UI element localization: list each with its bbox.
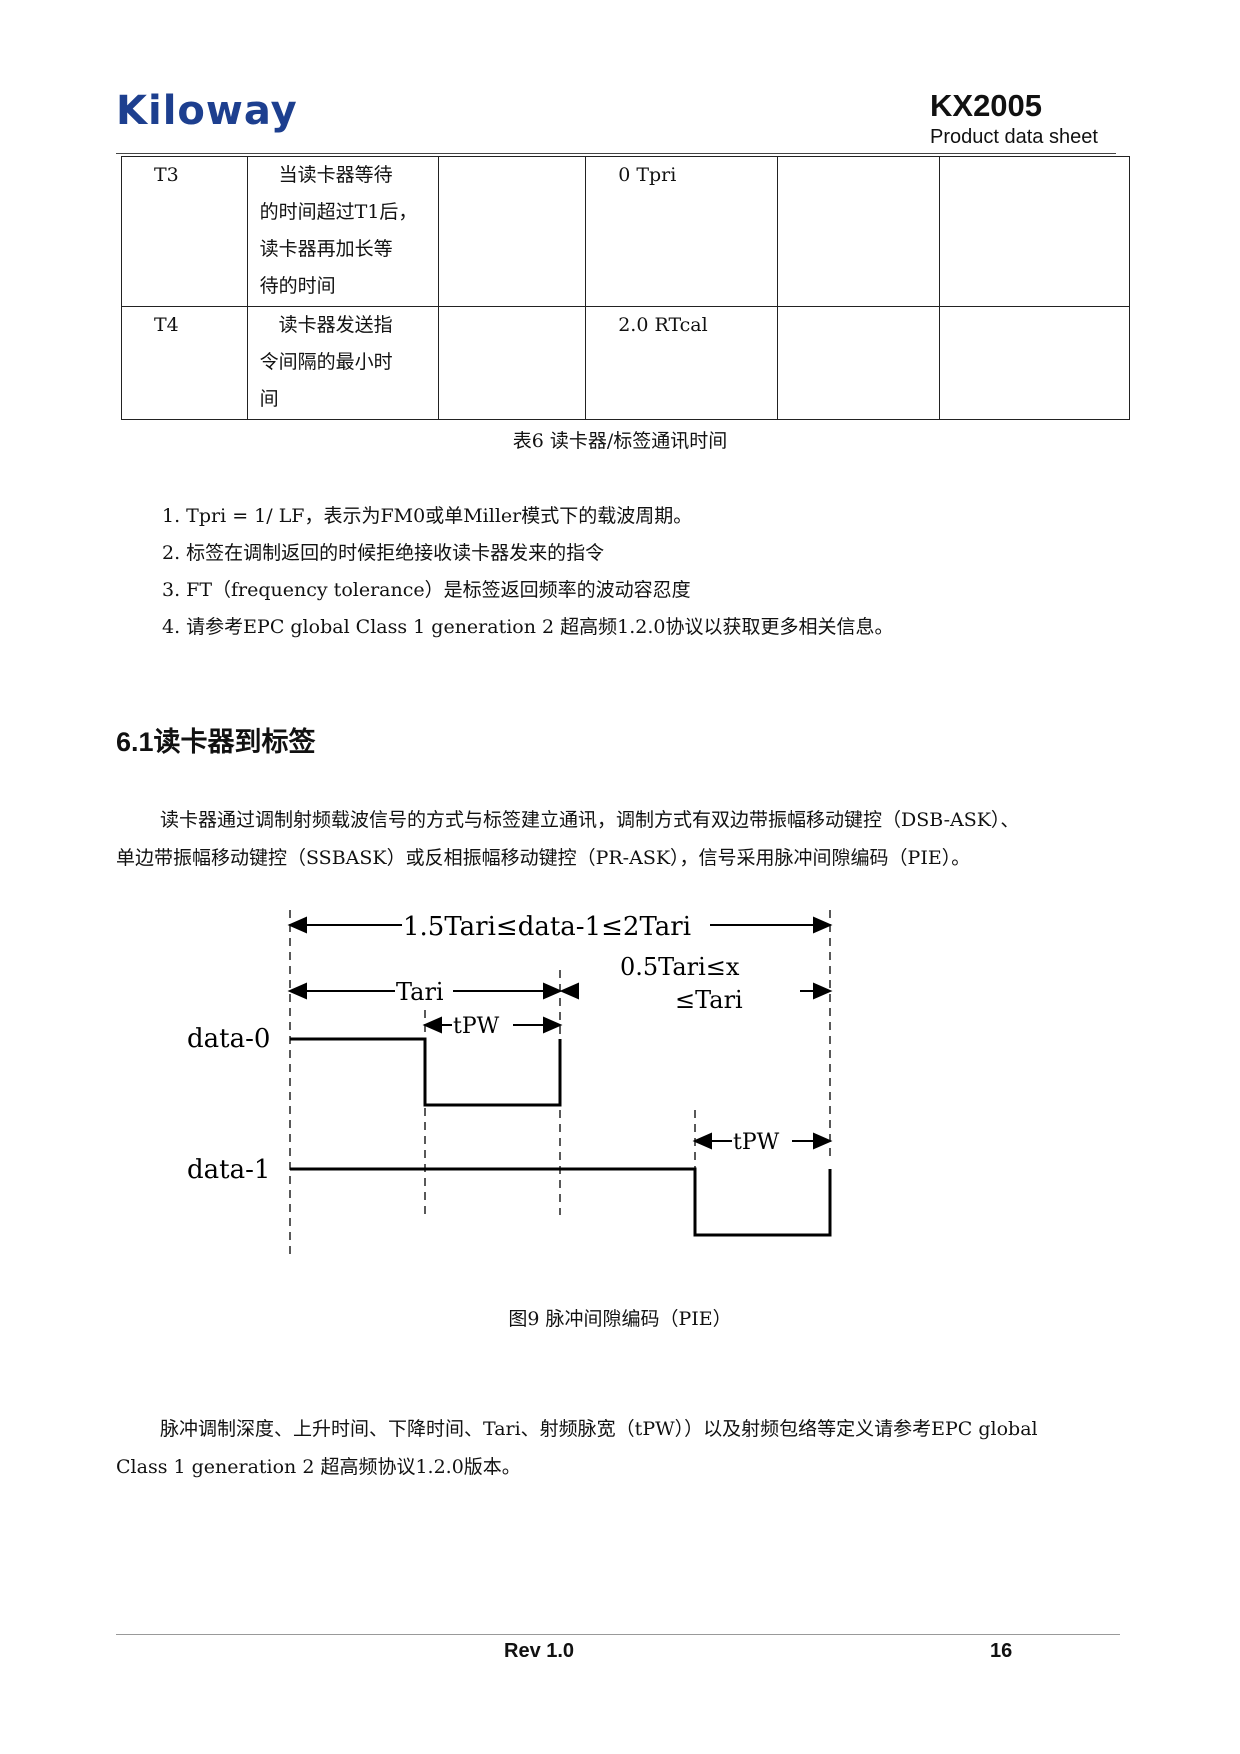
param-cell: T4	[121, 306, 248, 420]
header-divider	[116, 153, 1116, 154]
intro-line: 单边带振幅移动键控（SSBASK）或反相振幅移动键控（PR-ASK），信号采用脉…	[116, 847, 971, 869]
max-cell	[776, 306, 940, 420]
description-cell: 读卡器发送指 令间隔的最小时 间	[246, 306, 439, 420]
data-1-span-label: 1.5Tari≤data-1≤2Tari	[403, 912, 691, 942]
timing-table: T3 当读卡器等待 的时间超过T1后， 读卡器再加长等 待的时间 0 Tpri …	[121, 156, 1131, 420]
closing-line: 脉冲调制深度、上升时间、下降时间、Tari、射频脉宽（tPW））以及射频包络等定…	[160, 1418, 1038, 1440]
x-range-label-line1: 0.5Tari≤x	[620, 953, 740, 981]
data-0-waveform	[290, 1037, 562, 1107]
data-1-span-arrow	[287, 916, 833, 934]
table-row: T4 读卡器发送指 令间隔的最小时 间 2.0 RTcal	[121, 306, 1131, 420]
x-range-label-line2: ≤Tari	[675, 986, 743, 1014]
tari-label: Tari	[396, 978, 444, 1006]
description-line: 待的时间	[259, 275, 336, 297]
description-line: 当读卡器等待	[278, 164, 393, 186]
page-number: 16	[990, 1640, 1013, 1662]
note-item: 4. 请参考EPC global Class 1 generation 2 超高…	[162, 616, 894, 638]
pie-timing-diagram: 1.5Tari≤data-1≤2Tari Tari 0.5Tari≤x ≤Tar…	[187, 910, 833, 1260]
closing-paragraph: 脉冲调制深度、上升时间、下降时间、Tari、射频脉宽（tPW））以及射频包络等定…	[116, 1410, 1124, 1486]
min-cell	[437, 156, 587, 307]
data-0-label: data-0	[187, 1024, 270, 1054]
table-caption: 表6 读卡器/标签通讯时间	[512, 430, 728, 452]
revision-label: Rev 1.0	[504, 1640, 575, 1662]
description-cell: 当读卡器等待 的时间超过T1后， 读卡器再加长等 待的时间	[246, 156, 439, 307]
nominal-cell: 0 Tpri	[585, 156, 778, 307]
table-row: T3 当读卡器等待 的时间超过T1后， 读卡器再加长等 待的时间 0 Tpri	[121, 156, 1131, 307]
section-heading: 6.1读卡器到标签	[116, 727, 316, 757]
intro-line: 读卡器通过调制射频载波信号的方式与标签建立通讯，调制方式有双边带振幅移动键控（D…	[160, 809, 1020, 831]
closing-line: Class 1 generation 2 超高频协议1.2.0版本。	[116, 1456, 521, 1478]
note-item: 1. Tpri = 1/ LF，表示为FM0或单Miller模式下的载波周期。	[162, 505, 693, 527]
nominal-cell: 2.0 RTcal	[585, 306, 778, 420]
min-cell	[437, 306, 587, 420]
tpw-data0-arrow	[422, 1016, 563, 1034]
tpw-data0-label: tPW	[453, 1014, 500, 1039]
max-cell	[776, 156, 940, 307]
product-title: KX2005	[930, 88, 1043, 123]
note-item: 2. 标签在调制返回的时候拒绝接收读卡器发来的指令	[162, 542, 605, 564]
footer-divider	[116, 1634, 1120, 1635]
data-1-label: data-1	[187, 1155, 270, 1185]
note-cell	[938, 306, 1131, 420]
tari-arrow	[287, 982, 563, 1000]
tpw-data1-arrow	[692, 1132, 833, 1150]
description-line: 令间隔的最小时	[259, 351, 393, 373]
figure-caption: 图9 脉冲间隙编码（PIE）	[508, 1308, 732, 1330]
notes-list: 1. Tpri = 1/ LF，表示为FM0或单Miller模式下的载波周期。 …	[162, 498, 894, 646]
intro-paragraph: 读卡器通过调制射频载波信号的方式与标签建立通讯，调制方式有双边带振幅移动键控（D…	[116, 801, 1124, 877]
description-line: 读卡器再加长等	[259, 238, 393, 260]
note-cell	[938, 156, 1131, 307]
data-1-waveform	[290, 1167, 832, 1237]
document-subtitle: Product data sheet	[930, 126, 1098, 148]
x-range-arrow	[559, 982, 833, 1000]
company-logo: Kiloway	[116, 88, 298, 134]
description-line: 的时间超过T1后，	[259, 201, 418, 223]
note-item: 3. FT（frequency tolerance）是标签返回频率的波动容忍度	[162, 579, 691, 601]
tpw-data1-label: tPW	[733, 1130, 780, 1155]
description-line: 间	[259, 388, 279, 410]
description-line: 读卡器发送指	[278, 314, 393, 336]
param-cell: T3	[121, 156, 248, 307]
